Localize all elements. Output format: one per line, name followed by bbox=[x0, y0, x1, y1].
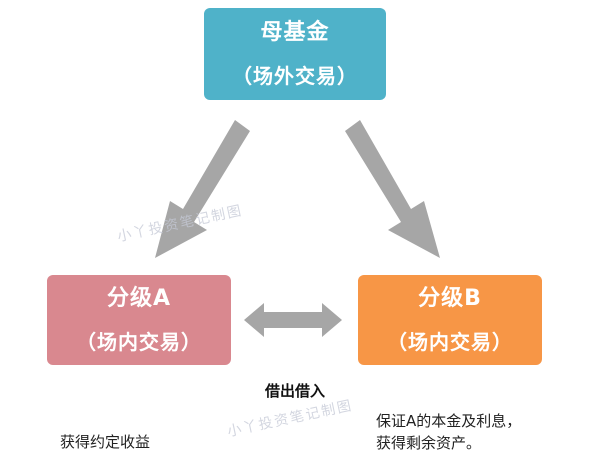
arrow-mother-to-b bbox=[345, 120, 440, 258]
class-a-subtitle: （场内交易） bbox=[76, 330, 202, 355]
class-b-note: 保证A的本金及利息， 获得剩余资产。 bbox=[376, 411, 581, 455]
class-a-box: 分级A （场内交易） bbox=[47, 275, 231, 365]
class-b-note-line1: 保证A的本金及利息， bbox=[376, 412, 522, 430]
mother-fund-subtitle: （场外交易） bbox=[232, 64, 358, 89]
class-b-note-line2: 获得剩余资产。 bbox=[376, 433, 482, 452]
class-b-box: 分级B （场内交易） bbox=[358, 275, 542, 365]
mother-fund-title: 母基金 bbox=[260, 19, 330, 45]
borrow-lend-label: 借出借入 bbox=[264, 382, 325, 400]
mother-fund-box: 母基金 （场外交易） bbox=[204, 8, 386, 100]
arrow-mother-to-a bbox=[155, 120, 250, 258]
class-a-title: 分级A bbox=[106, 285, 172, 311]
class-a-note: 获得约定收益 bbox=[60, 433, 151, 451]
arrow-a-b-bidirectional bbox=[244, 303, 342, 337]
class-b-subtitle: （场内交易） bbox=[387, 330, 513, 355]
class-b-title: 分级B bbox=[418, 285, 482, 311]
